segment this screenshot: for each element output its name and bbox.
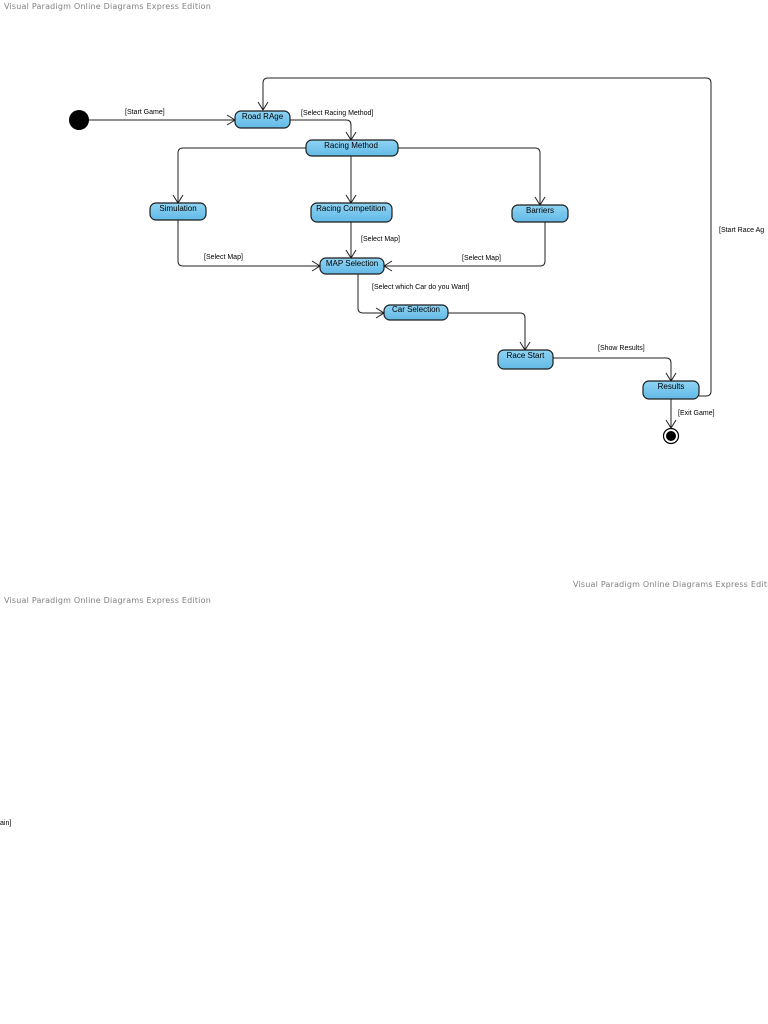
edge-simulation-to-map — [177, 220, 320, 267]
guard-select-map-left: [Select Map] — [204, 254, 243, 261]
state-racing-competition-label: Racing Competition — [316, 204, 386, 213]
transitions — [88, 77, 712, 429]
state-barriers: Barriers — [511, 204, 569, 223]
guard-show-results: [Show Results] — [598, 345, 645, 352]
edge-racing-method-to-simulation — [177, 147, 306, 203]
state-car-selection-label: Car Selection — [392, 305, 440, 314]
guard-start-race-again-part1: [Start Race Ag — [719, 227, 764, 234]
guard-select-racing-method: [Select Racing Method] — [301, 110, 373, 117]
edge-car-to-race-start — [448, 312, 526, 350]
guard-exit-game: [Exit Game] — [678, 410, 715, 417]
edge-barriers-to-map — [384, 222, 546, 267]
watermark-page1-top: Visual Paradigm Online Diagrams Express … — [4, 2, 211, 11]
state-road-rage-label: Road RAge — [242, 112, 284, 121]
state-simulation: Simulation — [149, 202, 207, 221]
state-road-rage: Road RAge — [234, 110, 291, 129]
state-racing-competition: Racing Competition — [310, 202, 393, 223]
edge-race-start-to-results — [553, 357, 672, 381]
state-results-label: Results — [658, 382, 685, 391]
state-race-start: Race Start — [497, 349, 554, 370]
state-barriers-label: Barriers — [526, 206, 554, 215]
state-map-selection: MAP Selection — [319, 257, 385, 275]
state-racing-method-label: Racing Method — [324, 141, 378, 150]
state-racing-method: Racing Method — [305, 139, 399, 157]
edge-road-rage-to-racing-method — [290, 119, 352, 140]
state-map-selection-label: MAP Selection — [326, 259, 378, 268]
arrowhead-road-rage-top — [257, 101, 269, 111]
state-race-start-label: Race Start — [507, 351, 546, 360]
state-car-selection: Car Selection — [383, 304, 449, 321]
edge-results-to-road-rage — [262, 77, 712, 397]
watermark-page1-bottom: Visual Paradigm Online Diagrams Express … — [573, 580, 768, 589]
state-simulation-label: Simulation — [159, 204, 196, 213]
guard-start-game: [Start Game] — [125, 109, 165, 116]
state-results: Results — [642, 380, 700, 400]
initial-node — [69, 110, 89, 130]
final-node — [662, 427, 680, 445]
edge-map-to-car — [357, 274, 384, 314]
guard-select-map-center: [Select Map] — [361, 236, 400, 243]
guard-start-race-again-part2: ain] — [0, 820, 11, 827]
guard-labels: [Start Game] [Select Racing Method] [Sel… — [0, 109, 764, 827]
guard-select-car: [Select which Car do you Want] — [372, 284, 469, 291]
watermark-page2-top: Visual Paradigm Online Diagrams Express … — [4, 596, 211, 605]
edge-racing-method-to-barriers — [398, 147, 541, 205]
guard-select-map-right: [Select Map] — [462, 255, 501, 262]
